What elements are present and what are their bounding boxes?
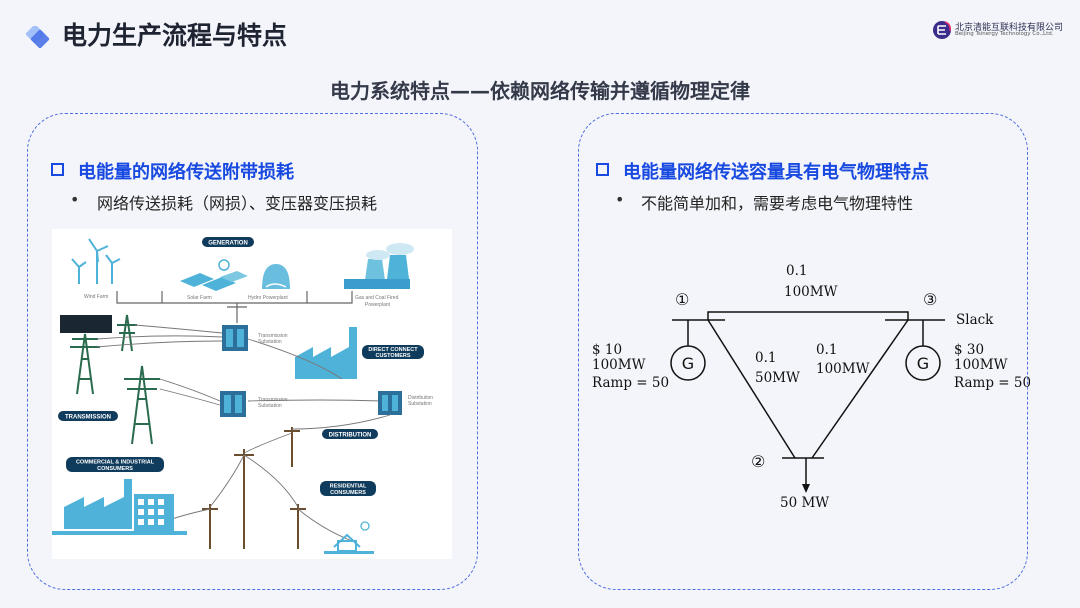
wind-farm-label: Wind Farm <box>84 294 108 300</box>
company-name-cn: 北京清能互联科技有限公司 <box>955 23 1064 33</box>
slide-title: 电力生产流程与特点 <box>62 21 288 50</box>
left-bullet-text: 网络传送损耗（网损）、变压器变压损耗 <box>97 194 378 213</box>
left-section-heading: 电能量的网络传送附带损耗 <box>78 162 294 183</box>
right-bullet-text: 不能简单加和，需要考虑电气物理特性 <box>641 194 914 213</box>
top-line-capacity: 100MW <box>784 284 838 300</box>
direct-connect-label-2: CUSTOMERS <box>375 353 410 359</box>
right-line-resistance: 0.1 <box>816 342 837 358</box>
top-line-resistance: 0.1 <box>786 263 807 279</box>
trans-sub-label-2: Substation <box>258 339 282 345</box>
solar-farm-icon <box>180 259 248 291</box>
generator-3-icon <box>905 345 941 381</box>
gas-coal-label-2: Powerplant <box>365 302 391 308</box>
distribution-tag <box>322 429 378 439</box>
industrial-block-icon <box>60 315 112 333</box>
commercial-label-1: COMMERCIAL & INDUSTRIAL <box>76 460 155 466</box>
hydro-powerplant-icon <box>262 264 290 289</box>
right-panel <box>578 113 1028 590</box>
gen-3-capacity: 100MW <box>954 357 1008 373</box>
node-1-label: ① <box>675 290 689 309</box>
three-bus-network-diagram: G G ① ③ ② 0.1 100MW 0.1 50MW 0.1 100MW $… <box>592 263 1030 511</box>
company-logo-icon <box>933 21 951 39</box>
trans-sub2-label-1: Transmission <box>258 397 288 403</box>
slide-subtitle: 电力系统特点——依赖网络传输并遵循物理定律 <box>330 79 750 103</box>
gen-3-cost: $ 30 <box>954 342 984 358</box>
wind-turbine-icon <box>71 238 121 284</box>
transmission-label: TRANSMISSION <box>65 415 111 421</box>
left-line-resistance: 0.1 <box>755 350 776 366</box>
trans-sub-label-1: Transmission <box>258 333 288 339</box>
right-section-heading: 电能量网络传送容量具有电气物理特点 <box>623 162 929 183</box>
generation-label: GENERATION <box>208 241 248 247</box>
distribution-lines <box>171 414 391 542</box>
bullet-dot-icon: • <box>615 190 625 209</box>
distribution-substation-icon <box>378 391 402 415</box>
slack-label: Slack <box>956 312 994 328</box>
transmission-lines <box>96 324 383 406</box>
solar-farm-label: Solar Farm <box>187 295 212 301</box>
load-value: 50 MW <box>780 495 829 511</box>
commercial-tag <box>66 457 164 472</box>
left-panel <box>27 113 478 590</box>
node-2-label: ② <box>751 452 765 471</box>
bullet-dot-icon: • <box>70 190 80 209</box>
distribution-label: DISTRIBUTION <box>329 433 372 439</box>
load-arrow-icon <box>802 484 810 493</box>
square-bullet-icon <box>596 163 609 176</box>
gen-1-ramp: Ramp = 50 <box>592 375 669 391</box>
generation-tag <box>202 237 254 247</box>
dist-sub-label-2: Substation <box>408 401 432 407</box>
transmission-tag <box>58 411 118 421</box>
residential-label-1: RESIDENTIAL <box>330 484 367 490</box>
commercial-label-2: CONSUMERS <box>97 466 133 472</box>
slide-logo-icon <box>25 26 50 48</box>
commercial-factory-icon <box>64 479 174 532</box>
trans-sub2-label-2: Substation <box>258 403 282 409</box>
right-line-capacity: 100MW <box>816 361 870 377</box>
node-3-label: ③ <box>923 290 937 309</box>
generation-lines <box>116 291 353 323</box>
residential-label-2: CONSUMERS <box>330 490 366 496</box>
ground-strip <box>52 531 187 535</box>
generator-3-symbol: G <box>917 354 929 373</box>
gas-coal-label-1: Gas and Coal Fired <box>355 295 399 301</box>
company-name-en: Beijing Tsinergy Technology Co.,Ltd. <box>955 31 1054 37</box>
transmission-substation-2-icon <box>220 391 246 417</box>
gen-3-ramp: Ramp = 50 <box>954 375 1030 391</box>
direct-connect-tag <box>362 345 424 359</box>
generator-1-symbol: G <box>682 354 694 373</box>
generator-1-icon <box>670 345 706 381</box>
hydro-label: Hydro Powerplant <box>248 295 288 301</box>
power-grid-illustration: GENERATION Wind Farm Solar Farm Hydro Po… <box>52 229 452 559</box>
left-line-capacity: 50MW <box>755 370 800 386</box>
square-bullet-icon <box>51 163 64 176</box>
utility-pole-icon <box>202 427 306 549</box>
house-icon <box>324 521 374 554</box>
gas-coal-powerplant-icon <box>344 243 414 289</box>
transmission-branches <box>707 311 909 459</box>
gen-1-cost: $ 10 <box>592 342 622 358</box>
direct-connect-factory-icon <box>295 327 357 379</box>
residential-tag <box>320 481 376 496</box>
transmission-substation-icon <box>222 325 248 351</box>
gen-1-capacity: 100MW <box>592 357 646 373</box>
dist-sub-label-1: Distribution <box>408 395 433 401</box>
direct-connect-label-1: DIRECT CONNECT <box>368 347 418 353</box>
transmission-tower-icon <box>70 314 160 445</box>
